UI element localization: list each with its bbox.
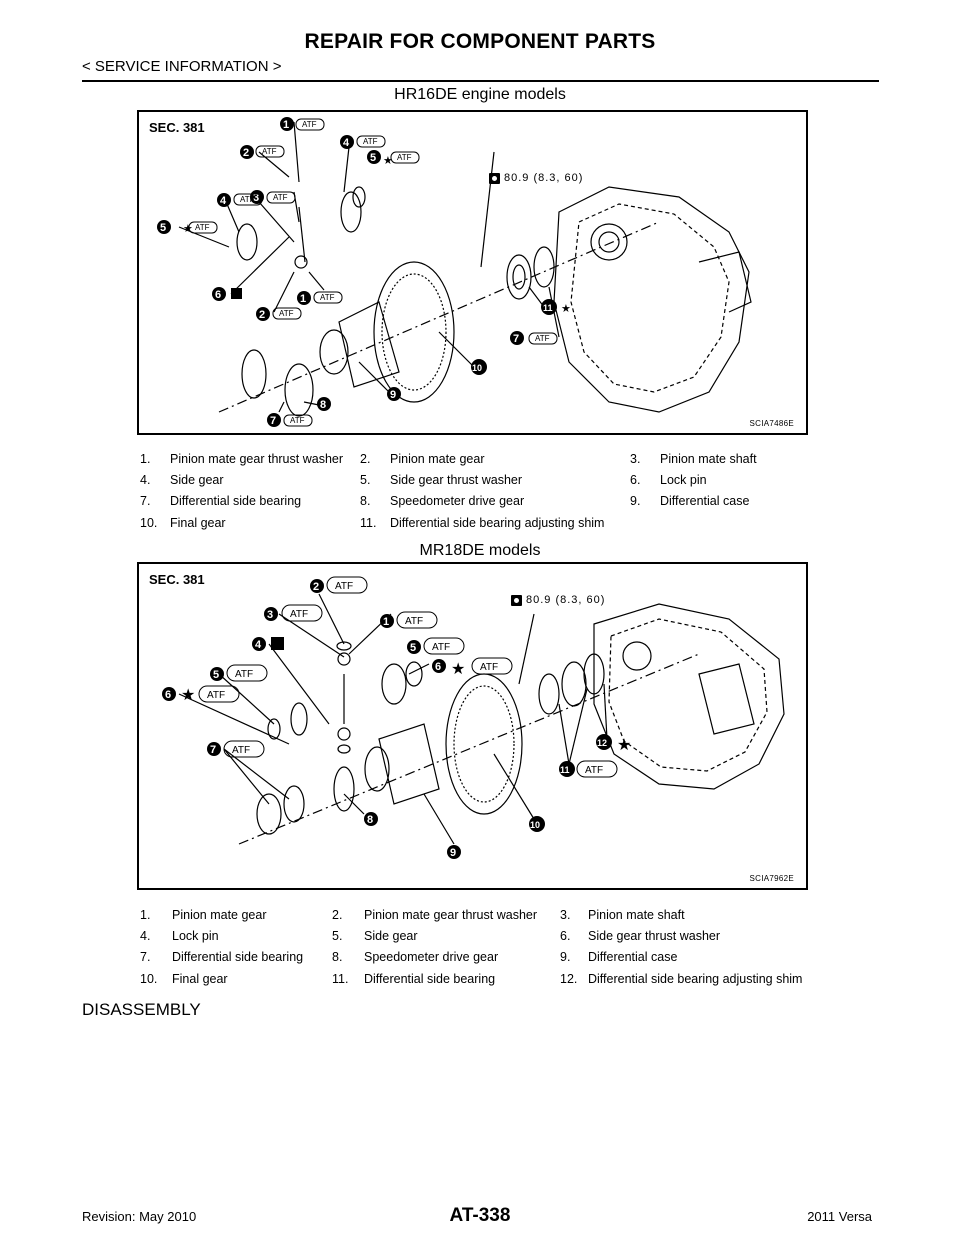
- legend-row: 7.Differential side bearing 8.Speedomete…: [140, 494, 750, 509]
- svg-text:2: 2: [259, 309, 265, 321]
- svg-text:11: 11: [543, 303, 553, 313]
- figure1-exploded-view: 1 2 3 4 4 5 5 6 1 2 7 7 8 9 10 11 ATF AT…: [157, 117, 752, 427]
- legend-row: 4.Side gear 5.Side gear thrust washer 6.…: [140, 472, 707, 487]
- title-rule: [82, 80, 879, 82]
- figure1-caption: HR16DE engine models: [394, 86, 566, 103]
- svg-text:ATF: ATF: [232, 745, 250, 756]
- svg-text:2: 2: [243, 147, 249, 159]
- svg-text:ATF: ATF: [432, 642, 450, 653]
- svg-text:ATF: ATF: [290, 416, 305, 425]
- figure1-torque: 80.9 (8.3, 60): [489, 172, 583, 184]
- svg-text:1: 1: [300, 293, 306, 305]
- svg-text:11: 11: [560, 765, 570, 775]
- svg-text:ATF: ATF: [480, 662, 498, 673]
- svg-text:5: 5: [160, 222, 166, 234]
- svg-text:3: 3: [267, 609, 273, 621]
- svg-text:ATF: ATF: [585, 765, 603, 776]
- figure1-id: SCIA7486E: [749, 419, 794, 428]
- svg-text:12: 12: [597, 738, 607, 748]
- svg-text:6: 6: [215, 289, 221, 301]
- svg-text:10: 10: [472, 363, 482, 373]
- figure1-torque-value: 80.9 (8.3, 60): [504, 172, 584, 184]
- svg-text:5: 5: [410, 642, 416, 654]
- svg-text:ATF: ATF: [302, 120, 317, 129]
- svg-text:★: ★: [561, 303, 571, 315]
- svg-text:10: 10: [530, 820, 540, 830]
- section-label: < SERVICE INFORMATION >: [82, 58, 282, 75]
- legend-row: 10.Final gear 11.Differential side beari…: [140, 515, 605, 530]
- svg-text:7: 7: [210, 744, 216, 756]
- svg-text:ATF: ATF: [405, 616, 423, 627]
- svg-text:ATF: ATF: [235, 669, 253, 680]
- legend-row: 1.Pinion mate gear thrust washer 2.Pinio…: [140, 451, 757, 466]
- svg-text:★: ★: [451, 661, 465, 678]
- figure2-sec-label: SEC. 381: [149, 572, 205, 587]
- svg-text:8: 8: [367, 814, 373, 826]
- legend-row: 1.Pinion mate gear 2.Pinion mate gear th…: [140, 907, 685, 922]
- figure1-sec-label: SEC. 381: [149, 120, 205, 135]
- legend-row: 10.Final gear 11.Differential side beari…: [140, 971, 803, 986]
- svg-text:ATF: ATF: [262, 147, 277, 156]
- svg-text:9: 9: [450, 847, 456, 859]
- svg-text:7: 7: [513, 333, 519, 345]
- legend-row: 7.Differential side bearing 8.Speedomete…: [140, 950, 678, 965]
- figure1-legend: 1.Pinion mate gear thrust washer 2.Pinio…: [140, 448, 840, 533]
- svg-text:ATF: ATF: [290, 609, 308, 620]
- svg-text:4: 4: [255, 639, 262, 651]
- svg-text:1: 1: [383, 616, 389, 628]
- torque-wrench-icon: [511, 594, 522, 606]
- footer-revision: Revision: May 2010: [82, 1209, 197, 1224]
- torque-wrench-icon: [489, 172, 500, 184]
- svg-text:6: 6: [435, 661, 441, 673]
- page-title: REPAIR FOR COMPONENT PARTS: [304, 30, 656, 53]
- figure2-diagram: SEC. 381 80.9 (8.3, 60): [137, 562, 808, 890]
- svg-text:ATF: ATF: [240, 195, 255, 204]
- svg-text:4: 4: [343, 137, 350, 149]
- f1-callout-1: 1: [283, 119, 289, 131]
- svg-text:★: ★: [183, 223, 193, 235]
- figure1-diagram: SEC. 381 80.9 (8.3, 60): [137, 110, 808, 435]
- figure2-caption: MR18DE models: [419, 542, 541, 559]
- figure2-id: SCIA7962E: [749, 874, 794, 883]
- svg-text:5: 5: [370, 152, 376, 164]
- svg-text:★: ★: [181, 687, 195, 704]
- svg-text:ATF: ATF: [279, 309, 294, 318]
- svg-text:9: 9: [390, 389, 396, 401]
- section-heading: DISASSEMBLY: [82, 1000, 201, 1019]
- svg-text:4: 4: [220, 195, 227, 207]
- figure2-legend: 1.Pinion mate gear 2.Pinion mate gear th…: [140, 904, 840, 989]
- svg-text:5: 5: [213, 669, 219, 681]
- svg-text:ATF: ATF: [363, 137, 378, 146]
- figure2-torque-value: 80.9 (8.3, 60): [526, 594, 606, 606]
- svg-text:ATF: ATF: [397, 153, 412, 162]
- svg-text:7: 7: [270, 415, 276, 427]
- svg-text:ATF: ATF: [320, 293, 335, 302]
- svg-text:6: 6: [165, 689, 171, 701]
- svg-text:2: 2: [313, 581, 319, 593]
- figure2-exploded-view: 1 2 3 4 5 5 6 6 7 8 9 10 11 12 ATF ATF A…: [162, 576, 785, 859]
- footer-model: 2011 Versa: [807, 1209, 872, 1224]
- svg-text:★: ★: [617, 737, 631, 754]
- svg-text:ATF: ATF: [195, 223, 210, 232]
- legend-row: 4.Lock pin 5.Side gear 6.Side gear thrus…: [140, 928, 721, 943]
- footer-page-number: AT-338: [449, 1205, 511, 1226]
- svg-text:3: 3: [253, 192, 259, 204]
- svg-text:ATF: ATF: [273, 193, 288, 202]
- svg-text:ATF: ATF: [207, 690, 225, 701]
- svg-text:ATF: ATF: [535, 334, 550, 343]
- svg-text:8: 8: [320, 399, 326, 411]
- svg-text:★: ★: [383, 155, 393, 167]
- svg-text:ATF: ATF: [335, 581, 353, 592]
- figure2-torque: 80.9 (8.3, 60): [511, 594, 605, 606]
